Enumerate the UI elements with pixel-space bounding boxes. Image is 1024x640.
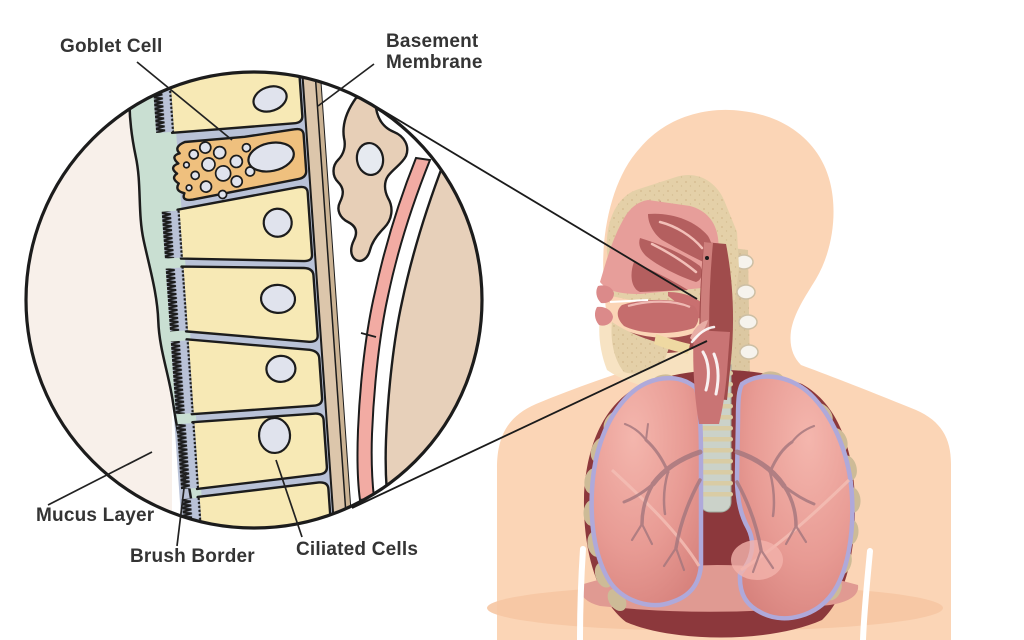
arm-seam-right [860, 548, 873, 640]
vessel-segment-tick [360, 332, 377, 338]
leader-line-goblet-cell [136, 61, 233, 141]
nucleus [265, 354, 297, 383]
nucleus [252, 85, 288, 113]
cell-nuclei [247, 85, 297, 455]
conchae-highlights [650, 220, 704, 274]
ciliated-cell-shape [191, 412, 329, 491]
fibroblast-nucleus [355, 141, 385, 177]
leader-line-ciliated-cells [275, 459, 303, 538]
ciliated-cells-label: Ciliated Cells [296, 539, 419, 560]
mucus-layer-label: Mucus Layer [36, 505, 155, 526]
goblet-cell-label: Goblet Cell [60, 36, 163, 57]
basement-membrane-label: Basement Membrane [386, 31, 483, 73]
tongue-shape [617, 299, 699, 334]
leader-line-brush-border [176, 471, 187, 547]
upper-lip-shape [596, 285, 614, 304]
brush-border-label: Brush Border [130, 546, 255, 567]
ciliated-cell-shape [196, 481, 334, 528]
lung-fissure-left [610, 468, 701, 567]
wedge-line-lower [351, 340, 708, 509]
ciliated-cell-shape [164, 72, 304, 135]
inset-circle-group [24, 70, 484, 530]
wedge-line-upper [369, 102, 698, 300]
leader-line-mucus-layer [47, 451, 153, 506]
leader-line-basement-membrane [317, 63, 375, 107]
nucleus [247, 141, 295, 173]
basement-membrane-inner [312, 72, 355, 528]
fibroblast-shape [332, 95, 409, 263]
nucleus [259, 283, 297, 314]
nasopharynx-dot [705, 256, 709, 260]
ciliated-cell-shape [176, 185, 314, 263]
lungs [589, 374, 855, 621]
vocal-fold-highlights [690, 325, 720, 396]
inset-circle-border [24, 70, 484, 530]
arm-seam-left [577, 546, 586, 640]
lower-lip-shape [594, 306, 613, 326]
jaw-bone-speckle [611, 322, 670, 374]
head-cross-section [594, 174, 739, 424]
bronchial-tree [622, 422, 816, 574]
mouth-slit [609, 299, 649, 303]
nucleus [262, 207, 293, 238]
lung-left-shape [589, 375, 704, 608]
magnifier-wedge-lines [351, 102, 708, 509]
hyoid-shape [654, 334, 690, 354]
leader-lines [47, 61, 375, 547]
epiglottis-shape [690, 320, 708, 342]
tongue-highlight [627, 300, 691, 309]
nucleus [257, 416, 292, 455]
capillary-vessel-shape [356, 156, 432, 502]
